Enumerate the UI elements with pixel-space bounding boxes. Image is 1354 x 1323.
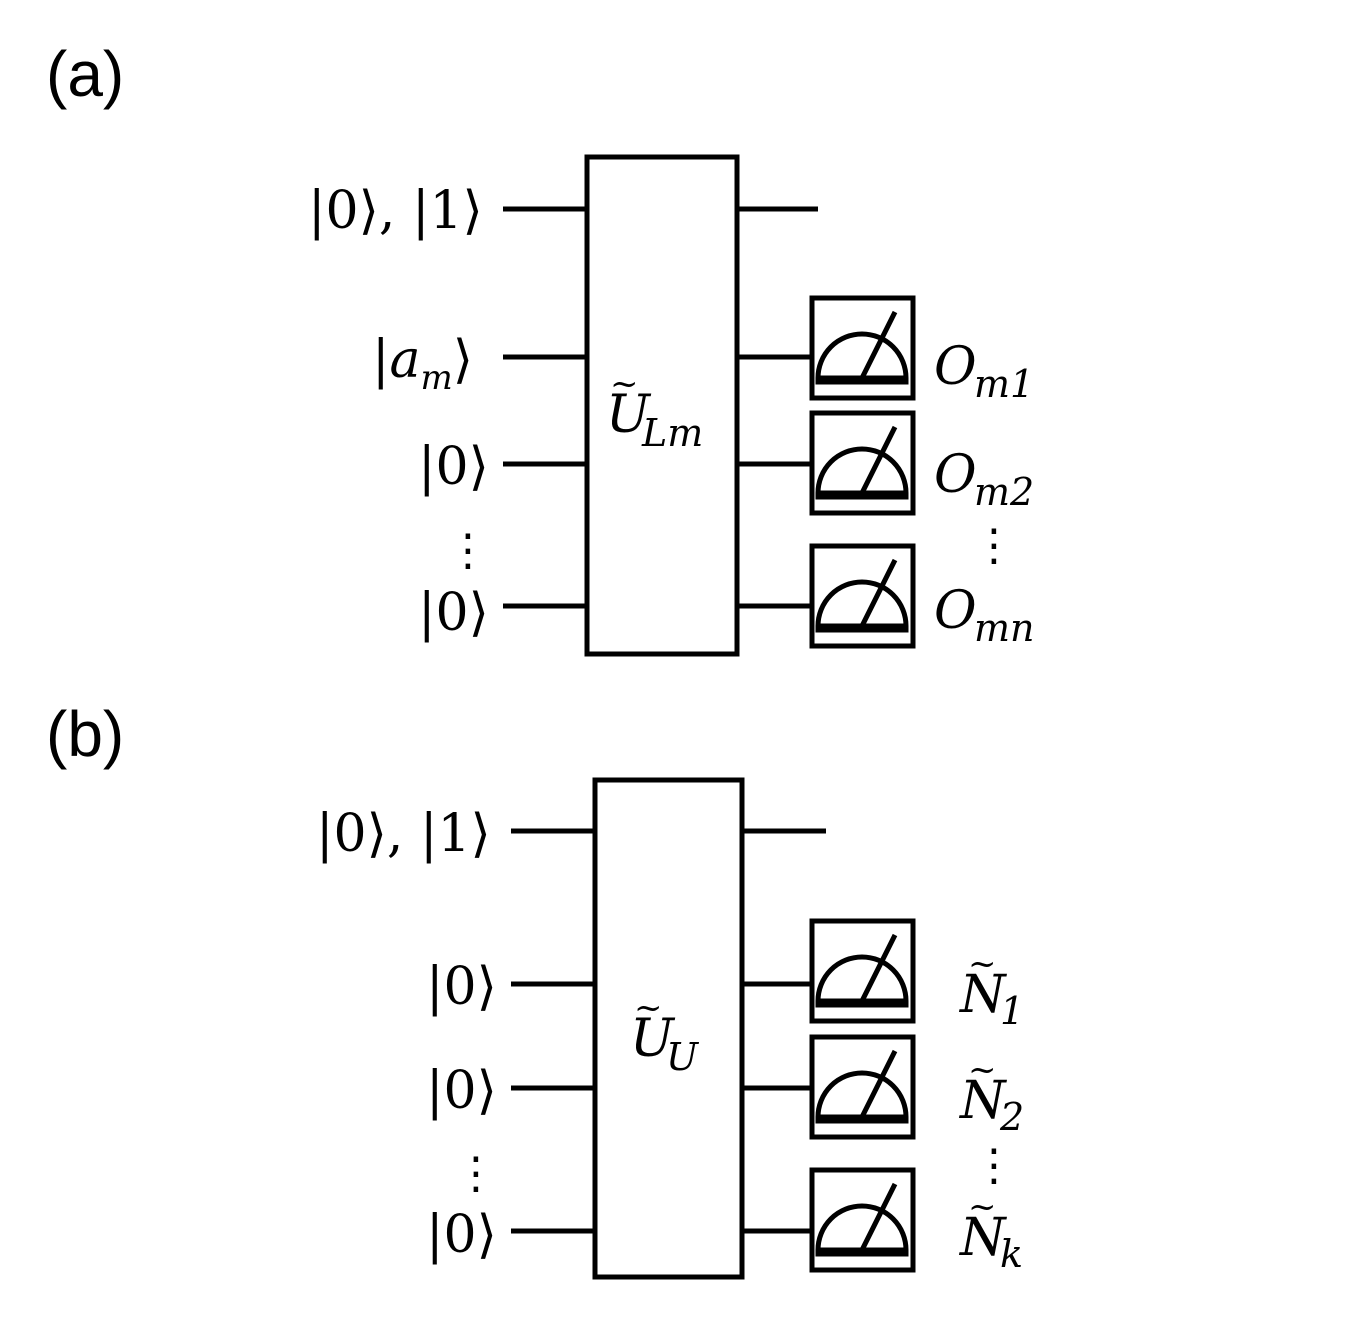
input-ket-zero-k: |0⟩	[426, 1205, 497, 1265]
gate-subscript: Lm	[641, 411, 703, 455]
svg-text:O: O	[934, 445, 977, 505]
svg-text:O: O	[934, 581, 977, 641]
measurement-meter-1	[809, 918, 916, 1024]
input-vertical-ellipsis: ⋮	[454, 1148, 498, 1199]
output-vertical-ellipsis: ⋮	[972, 520, 1016, 571]
measurement-meter-k	[809, 1167, 916, 1273]
output-label-n: O mn	[934, 581, 1035, 650]
output-label-1: ~ N 1	[958, 944, 1024, 1033]
gate-tilde: ~	[610, 364, 639, 404]
svg-text:~: ~	[968, 944, 997, 984]
gate-U-Lm	[584, 154, 740, 657]
svg-text:mn: mn	[974, 606, 1035, 650]
panel-a: (a) |0⟩, |1⟩ |am⟩ |0⟩ ⋮ |0⟩ ~ U Lm	[46, 38, 1035, 657]
input-ket-control: |0⟩, |1⟩	[316, 804, 491, 864]
svg-text:N: N	[958, 965, 1007, 1025]
svg-text:2: 2	[999, 1095, 1024, 1139]
panel-b: (b) |0⟩, |1⟩ |0⟩ |0⟩ ⋮ |0⟩ ~ U U	[46, 698, 1024, 1280]
svg-text:m1: m1	[974, 362, 1034, 406]
input-ket-zero-n: |0⟩	[418, 583, 489, 643]
gate-subscript: U	[666, 1035, 700, 1079]
output-vertical-ellipsis: ⋮	[972, 1140, 1016, 1191]
svg-text:~: ~	[968, 1050, 997, 1090]
svg-text:m2: m2	[974, 470, 1034, 514]
svg-text:~: ~	[968, 1187, 997, 1227]
gate-symbol: U	[606, 385, 652, 445]
output-label-1: O m1	[934, 337, 1034, 406]
panel-b-label: (b)	[46, 698, 124, 770]
gate-tilde: ~	[634, 988, 663, 1028]
measurement-meter-n	[809, 543, 916, 649]
input-ket-am: |am⟩	[372, 330, 473, 398]
gate-symbol: U	[630, 1009, 676, 1069]
input-ket-control: |0⟩, |1⟩	[308, 181, 483, 241]
output-label-2: ~ N 2	[958, 1050, 1024, 1139]
input-ket-zero-1: |0⟩	[426, 957, 497, 1017]
input-vertical-ellipsis: ⋮	[446, 525, 490, 576]
svg-text:N: N	[958, 1208, 1007, 1268]
input-ket-zero-1: |0⟩	[418, 437, 489, 497]
svg-text:O: O	[934, 337, 977, 397]
output-label-2: O m2	[934, 445, 1034, 514]
gate-label: ~ U U	[630, 988, 700, 1079]
svg-text:N: N	[958, 1071, 1007, 1131]
svg-text:1: 1	[1000, 989, 1024, 1033]
measurement-meter-2	[809, 410, 916, 516]
svg-text:k: k	[1000, 1232, 1023, 1276]
panel-a-label: (a)	[46, 38, 124, 110]
measurement-meter-2	[809, 1034, 916, 1140]
measurement-meter-1	[809, 295, 916, 401]
gate-U-U	[592, 777, 745, 1280]
input-ket-zero-2: |0⟩	[426, 1061, 497, 1121]
gate-label: ~ U Lm	[606, 364, 703, 455]
output-label-k: ~ N k	[958, 1187, 1023, 1276]
